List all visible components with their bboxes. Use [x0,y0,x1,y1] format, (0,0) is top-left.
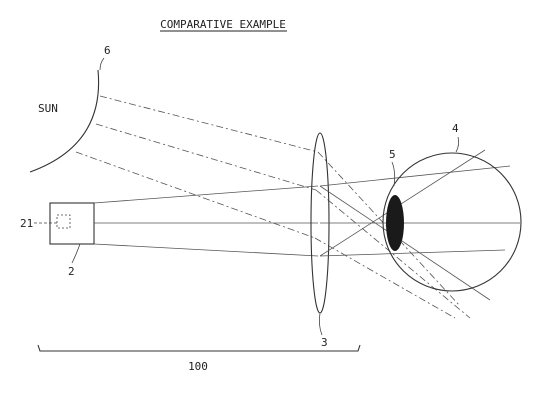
projector-box [49,202,95,245]
sun-ray-3 [75,151,316,239]
projector-ray-cross-1 [319,185,491,301]
sun-ray-1 [99,95,319,153]
sun-ray-1-refracted [317,151,461,307]
sun-surface [29,69,100,173]
eye-ref-label: 4 [452,122,459,135]
pupil [386,195,404,251]
eyeball [382,152,522,292]
projector-ref-leader [71,243,81,264]
projector-ray-top [93,185,319,204]
source-ref-label: 21 [20,217,33,230]
projector-ray-cross-2 [319,149,486,257]
light-source [56,214,71,229]
eye-ref-leader [455,136,460,153]
sun-label: SUN [38,102,58,115]
lens-ref-leader [318,312,323,336]
projector-ray-top-refracted [319,165,511,187]
distance-ref-label: 100 [188,360,208,373]
pupil-ref-label: 5 [389,148,396,161]
diagram-title: COMPARATIVE EXAMPLE [160,18,286,31]
lens-ref-label: 3 [321,336,328,349]
sun-ref-label: 6 [104,44,111,57]
sun-ray-3-refracted [314,237,456,319]
projector-ref-label: 2 [68,265,75,278]
pupil-ref-leader [391,161,396,187]
distance-brace [37,344,361,352]
sun-ref-leader [99,57,105,71]
sun-ray-2 [95,123,317,191]
projector-ray-bottom-refracted [319,249,506,257]
projector-ray-bottom [93,243,319,257]
